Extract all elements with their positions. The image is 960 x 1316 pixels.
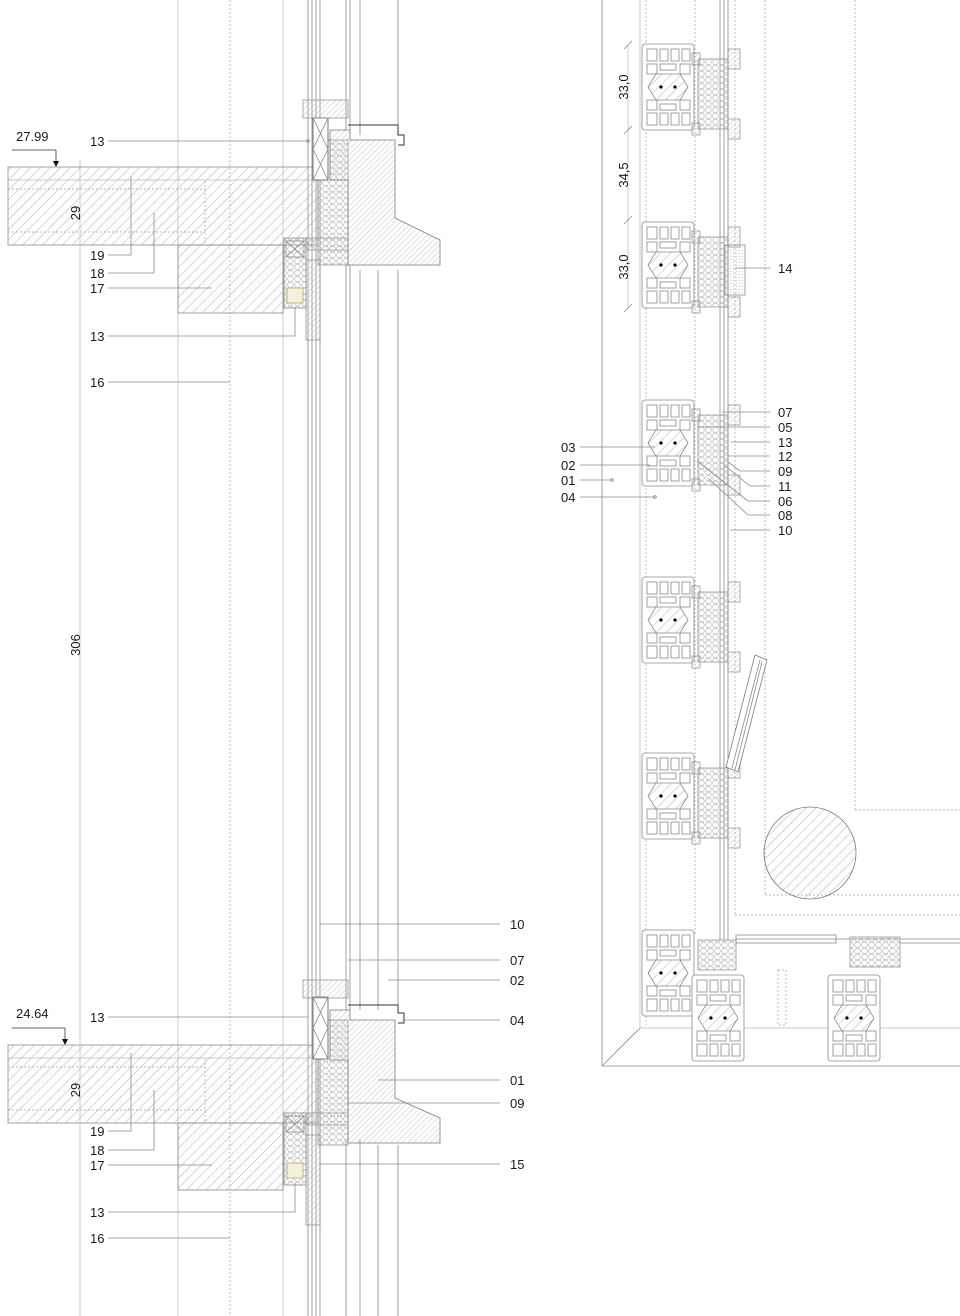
callout-10: 10 — [510, 917, 524, 932]
callout-13: 13 — [90, 329, 104, 344]
level-value-upper: 27.99 — [16, 129, 49, 144]
callout-04: 04 — [561, 490, 575, 505]
level-marker-lower: 24.64 — [12, 1006, 68, 1045]
callout-07: 07 — [510, 953, 524, 968]
callouts-lower-left: 13 19 18 17 13 16 — [90, 1010, 308, 1246]
callout-09: 09 — [510, 1096, 524, 1111]
dimension-33-0-a: 33,0 — [616, 74, 631, 99]
callout-16: 16 — [90, 375, 104, 390]
callout-13: 13 — [90, 1205, 104, 1220]
callout-13: 13 — [90, 1010, 104, 1025]
callout-01: 01 — [510, 1073, 524, 1088]
plan-callouts-right: 07 05 13 12 09 11 06 08 10 — [696, 405, 792, 538]
callout-14: 14 — [778, 261, 792, 276]
callout-16: 16 — [90, 1231, 104, 1246]
callout-18: 18 — [90, 266, 104, 281]
callout-19: 19 — [90, 1124, 104, 1139]
callout-02: 02 — [510, 973, 524, 988]
dimension-slab-lower: 29 — [68, 1083, 83, 1097]
callout-07: 07 — [778, 405, 792, 420]
callout-18: 18 — [90, 1143, 104, 1158]
callout-02: 02 — [561, 458, 575, 473]
left-section: 27.99 24.64 29 306 29 13 19 18 17 13 16 — [7, 0, 524, 1316]
callout-08: 08 — [778, 508, 792, 523]
callout-12: 12 — [778, 449, 792, 464]
callout-09: 09 — [778, 464, 792, 479]
callout-13: 13 — [778, 435, 792, 450]
callout-19: 19 — [90, 248, 104, 263]
dimension-floor-height: 306 — [68, 634, 83, 656]
callouts-upper: 13 19 18 17 13 16 — [90, 134, 310, 390]
callout-11: 11 — [778, 479, 792, 494]
open-sash — [725, 654, 768, 773]
dimension-34-5: 34,5 — [616, 162, 631, 187]
callout-04: 04 — [510, 1013, 524, 1028]
dimension-33-0-b: 33,0 — [616, 254, 631, 279]
level-marker-upper: 27.99 — [12, 129, 59, 167]
callout-03: 03 — [561, 440, 575, 455]
level-value-lower: 24.64 — [16, 1006, 49, 1021]
callout-06: 06 — [778, 494, 792, 509]
callouts-right: 10 07 02 04 01 09 15 — [320, 917, 524, 1172]
callout-15: 15 — [510, 1157, 524, 1172]
callout-13: 13 — [90, 134, 104, 149]
callout-17: 17 — [90, 281, 104, 296]
dimension-slab-upper: 29 — [68, 206, 83, 220]
plan-callouts-left: 03 02 01 04 — [561, 440, 657, 505]
right-plan: 33,0 34,5 33,0 14 03 02 01 04 07 05 13 1… — [561, 0, 960, 1067]
callout-01: 01 — [561, 473, 575, 488]
callout-05: 05 — [778, 420, 792, 435]
column-section — [763, 806, 857, 900]
callout-17: 17 — [90, 1158, 104, 1173]
callout-10: 10 — [778, 523, 792, 538]
